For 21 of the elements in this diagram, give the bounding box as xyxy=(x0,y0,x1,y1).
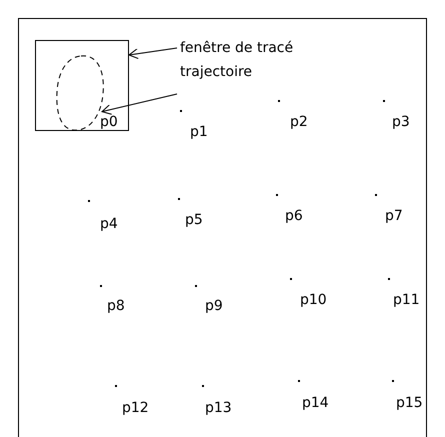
point-label: p7 xyxy=(385,208,403,224)
annotation-label: fenêtre de tracé xyxy=(180,40,294,56)
leader-arrow xyxy=(102,94,178,115)
point-label: p11 xyxy=(393,292,420,308)
point-label: p2 xyxy=(290,114,308,130)
annotation-label: trajectoire xyxy=(180,64,252,80)
point-label: p15 xyxy=(396,395,423,411)
leader-arrow xyxy=(128,48,178,60)
point-label: p13 xyxy=(205,400,232,416)
point-label: p12 xyxy=(122,400,149,416)
point-label: p0 xyxy=(100,114,118,130)
point-label: p3 xyxy=(392,114,410,130)
plot-window-box xyxy=(35,40,129,131)
point-label: p14 xyxy=(302,395,329,411)
point-label: p6 xyxy=(285,208,303,224)
point-label: p4 xyxy=(100,216,118,232)
point-label: p5 xyxy=(185,212,203,228)
point-label: p1 xyxy=(190,124,208,140)
point-label: p9 xyxy=(205,298,223,314)
point-label: p10 xyxy=(300,292,327,308)
point-label: p8 xyxy=(107,298,125,314)
